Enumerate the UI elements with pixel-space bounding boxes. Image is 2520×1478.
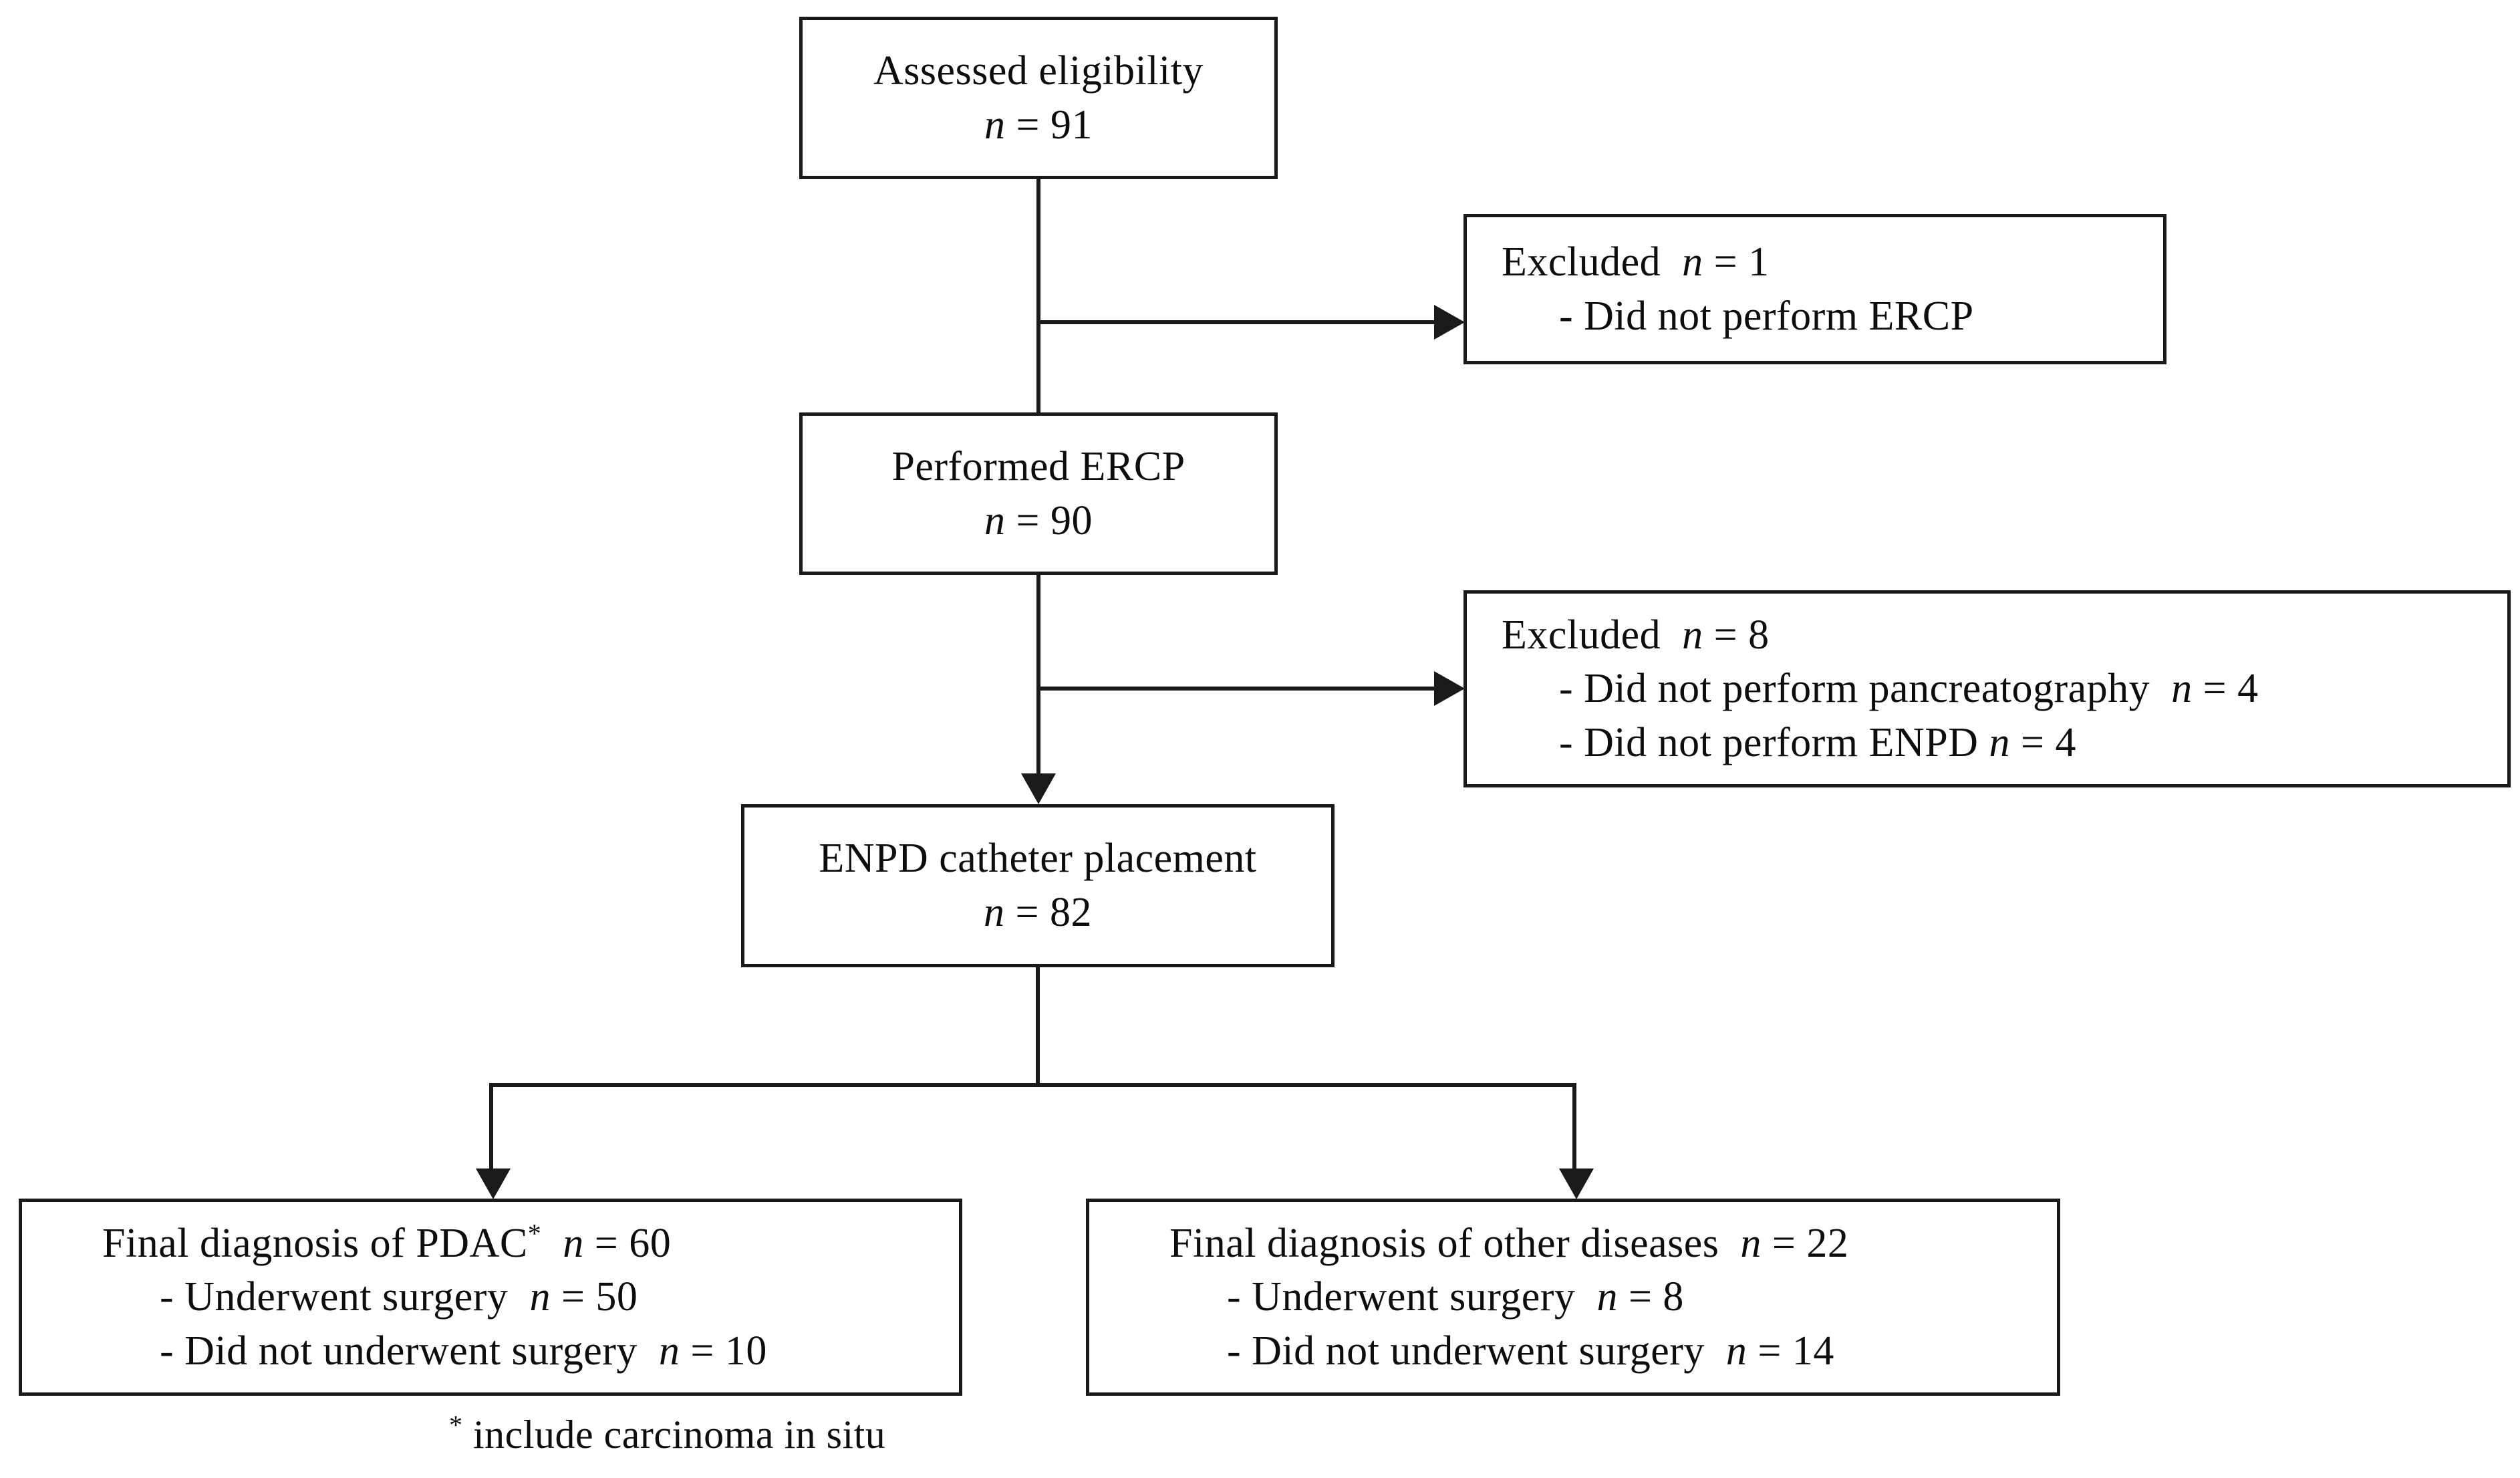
node-assessed-eligibility: Assessed eligibility n = 91 [799,17,1278,179]
equals-sign: = [1004,890,1050,935]
node-pdac-no-surgery: - Did not underwent surgery n = 10 [102,1324,767,1378]
equals-sign: = [1005,497,1051,543]
reason-text: - Did not perform ENPD [1559,719,1979,765]
count-value: 8 [1663,1274,1684,1320]
connector-split-right-drop [1572,1083,1576,1170]
n-italic: n [984,102,1006,148]
footnote-text: include carcinoma in situ [462,1412,886,1457]
equals-sign: = [1747,1328,1792,1374]
asterisk-marker: * [449,1410,463,1440]
count-value: 10 [724,1328,767,1374]
diagnosis-text: Final diagnosis of other diseases [1169,1220,1719,1266]
n-italic: n [1740,1220,1762,1266]
node-excluded-1-reason: - Did not perform ERCP [1559,293,1974,339]
n-italic: n [1989,719,2010,765]
connector-performed-to-enpd [1036,575,1040,773]
node-other-heading: Final diagnosis of other diseases n = 22 [1169,1217,1848,1271]
diagnosis-text: Final diagnosis of PDAC [102,1220,528,1266]
detail-text: - Did not underwent surgery [1227,1328,1705,1374]
n-italic: n [1725,1328,1747,1374]
equals-sign: = [1703,239,1749,285]
node-other-underwent-surgery: - Underwent surgery n = 8 [1169,1270,1684,1324]
count-value: 90 [1050,497,1093,543]
footnote-carcinoma-in-situ: * include carcinoma in situ [449,1410,885,1459]
node-performed-ercp-count: n = 90 [984,494,1093,548]
node-enpd-title: ENPD catheter placement [819,836,1257,882]
equals-sign: = [1617,1274,1663,1320]
connector-to-excluded-2 [1036,687,1437,691]
equals-sign: = [2192,666,2238,712]
equals-sign: = [1005,102,1051,148]
n-italic: n [984,497,1006,543]
node-pdac-underwent-surgery: - Underwent surgery n = 50 [102,1270,638,1324]
node-excluded-1: Excluded n = 1 - Did not perform ERCP [1463,214,2166,364]
equals-sign: = [1761,1220,1807,1266]
node-other-no-surgery: - Did not underwent surgery n = 14 [1169,1324,1834,1378]
connector-split-bar [489,1083,1576,1087]
connector-split-left-drop [489,1083,493,1170]
excluded-label: Excluded [1502,239,1661,285]
node-pdac-heading: Final diagnosis of PDAC* n = 60 [102,1217,671,1271]
excluded-label: Excluded [1502,612,1661,658]
n-italic: n [563,1220,584,1266]
count-value: 50 [595,1274,638,1320]
count-value: 4 [2237,666,2259,712]
n-italic: n [658,1328,680,1374]
asterisk-marker: * [527,1217,542,1248]
arrow-down-to-other-diseases [1559,1168,1594,1199]
equals-sign: = [2009,719,2056,765]
node-excluded-2: Excluded n = 8 - Did not perform pancrea… [1463,590,2511,787]
node-final-diagnosis-pdac: Final diagnosis of PDAC* n = 60 - Underw… [19,1199,962,1396]
node-excluded-2-heading: Excluded n = 8 [1502,608,1770,662]
node-excluded-2-reason-2: - Did not perform ENPD n = 4 [1502,716,2076,770]
arrow-right-to-excluded-1 [1434,305,1465,340]
node-enpd-catheter-placement: ENPD catheter placement n = 82 [741,804,1335,967]
n-italic: n [1682,239,1703,285]
reason-text: - Did not perform pancreatography [1559,666,2150,712]
count-value: 82 [1049,890,1092,935]
count-value: 60 [629,1220,672,1266]
equals-sign: = [550,1274,596,1320]
node-excluded-1-heading: Excluded n = 1 [1502,235,1770,289]
arrow-right-to-excluded-2 [1434,671,1465,706]
detail-text: - Did not underwent surgery [160,1328,638,1374]
node-performed-ercp: Performed ERCP n = 90 [799,412,1278,575]
equals-sign: = [680,1328,725,1374]
node-assessed-eligibility-title: Assessed eligibility [873,47,1204,94]
n-italic: n [529,1274,551,1320]
n-italic: n [1596,1274,1618,1320]
count-value: 8 [1748,612,1770,658]
count-value: 4 [2055,719,2076,765]
arrow-down-to-enpd-placement [1021,773,1056,804]
node-final-diagnosis-other-diseases: Final diagnosis of other diseases n = 22… [1086,1199,2060,1396]
node-assessed-eligibility-count: n = 91 [984,98,1093,152]
count-value: 1 [1748,239,1770,285]
count-value: 91 [1050,102,1093,148]
n-italic: n [2171,666,2193,712]
detail-text: - Underwent surgery [160,1274,509,1320]
connector-enpd-to-split [1036,967,1040,1087]
n-italic: n [1682,612,1703,658]
node-enpd-count: n = 82 [984,886,1092,940]
detail-text: - Underwent surgery [1227,1274,1576,1320]
node-excluded-2-reason-1: - Did not perform pancreatography n = 4 [1502,662,2259,716]
count-value: 22 [1806,1220,1849,1266]
node-performed-ercp-title: Performed ERCP [891,443,1185,489]
count-value: 14 [1792,1328,1834,1374]
equals-sign: = [583,1220,629,1266]
equals-sign: = [1703,612,1749,658]
connector-assessed-to-performed [1036,179,1040,543]
arrow-down-to-pdac [476,1168,511,1199]
n-italic: n [984,890,1005,935]
connector-to-excluded-1 [1036,320,1437,324]
